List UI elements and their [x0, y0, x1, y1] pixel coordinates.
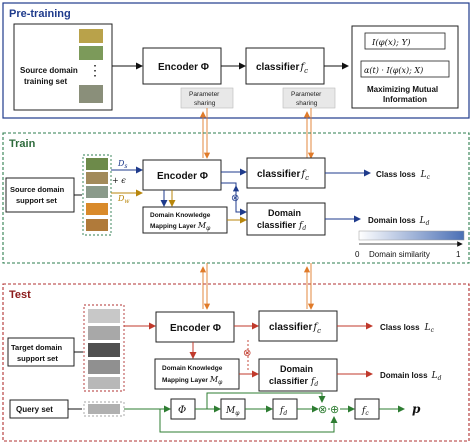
domain-similarity-max: 1 — [456, 250, 461, 259]
test-domain-clf-box — [258, 358, 338, 392]
query-skip-path-2 — [159, 409, 338, 433]
test-dkml-line1: Domain Knowledge — [162, 365, 223, 372]
train-classifier-label: classifierfc — [257, 169, 309, 182]
query-output-label: p — [412, 402, 421, 416]
pretraining-classifier-label: classifierfc — [256, 62, 308, 75]
test-images-frame — [83, 304, 125, 392]
train-encoder-box — [142, 159, 222, 191]
test-otimes: ⊗ — [243, 348, 251, 359]
pretraining-image-3 — [79, 85, 103, 103]
train-images-frame — [82, 154, 112, 236]
pretraining-mi-formula-2: α(t) · I(φ(x); X) — [364, 66, 423, 75]
query-skip-path-1 — [206, 392, 326, 409]
pretraining-image-1 — [79, 29, 103, 43]
test-encoder-label: Encoder Φ — [170, 323, 221, 334]
test-target-label-2: support set — [17, 354, 58, 363]
test-dkml-box — [154, 358, 240, 390]
pretraining-mi-formula-1-box — [364, 32, 446, 50]
train-classifier-box — [246, 157, 326, 189]
train-dw-label: Dw — [117, 194, 130, 205]
train-ds-label: Ds — [117, 159, 128, 170]
test-encoder-box — [155, 311, 235, 343]
test-image-1 — [88, 309, 120, 323]
train-panel — [2, 132, 470, 264]
domain-similarity-min: 0 — [355, 250, 360, 259]
domain-similarity-bar — [358, 230, 465, 241]
query-phi-label: Φ — [178, 405, 186, 416]
train-otimes: ⊗ — [231, 193, 239, 204]
query-m-label: Mφ — [225, 406, 240, 417]
query-otimes: ⊗ — [318, 404, 327, 416]
test-target-box — [7, 337, 75, 367]
train-image-4 — [86, 203, 108, 215]
test-classifier-label: classifierfc — [269, 322, 321, 335]
test-title: Test — [9, 289, 31, 301]
param-sharing-1-line1: Parameter — [189, 91, 220, 98]
train-image-3 — [86, 186, 108, 198]
train-title: Train — [9, 138, 36, 150]
pretraining-encoder-label: Encoder Φ — [158, 62, 209, 73]
test-target-label-1: Target domain — [11, 343, 63, 352]
train-domain-clf-line1: Domain — [268, 208, 301, 218]
train-plus-eps: + ϵ — [112, 176, 126, 185]
pretraining-mi-title-1: Maximizing Mutual — [367, 85, 438, 94]
train-image-2 — [86, 172, 108, 184]
query-oplus: ⊕ — [330, 404, 339, 416]
train-image-5 — [86, 219, 108, 231]
pretraining-ellipsis: ⋮ — [88, 62, 102, 78]
train-encoder-label: Encoder Φ — [157, 171, 208, 182]
train-source-box — [5, 177, 75, 213]
train-source-label-1: Source domain — [10, 185, 65, 194]
pretraining-classifier-box — [245, 47, 325, 85]
param-sharing-2-line2: sharing — [296, 100, 318, 107]
param-sharing-2-line1: Parameter — [291, 91, 322, 98]
query-image — [88, 404, 120, 414]
test-panel — [2, 283, 470, 442]
query-fc-label: fc — [361, 406, 369, 417]
pretraining-title: Pre-training — [9, 8, 71, 20]
query-images-frame — [83, 401, 125, 417]
pretraining-mi-title-2: Information — [383, 95, 427, 104]
train-image-1 — [86, 158, 108, 170]
pretraining-source-label-2: training set — [24, 77, 67, 86]
train-dkml-line1: Domain Knowledge — [150, 212, 211, 219]
query-fd-label: fd — [279, 406, 287, 417]
train-domain-clf-box — [246, 202, 326, 236]
train-source-label-2: support set — [16, 196, 57, 205]
param-sharing-1-line2: sharing — [194, 100, 216, 107]
pretraining-encoder-box — [142, 47, 222, 85]
domain-similarity-label: Domain similarity — [369, 250, 430, 259]
train-arrow-encoder-domain-clf — [221, 182, 247, 216]
test-image-5 — [88, 377, 120, 389]
pretraining-source-label-1: Source domain — [20, 66, 78, 75]
pretraining-image-2 — [79, 46, 103, 60]
test-image-4 — [88, 360, 120, 374]
test-image-3 — [88, 343, 120, 357]
test-classifier-box — [258, 310, 338, 342]
param-sharing-2-box — [282, 87, 336, 109]
query-set-label: Query set — [16, 405, 53, 414]
test-image-2 — [88, 326, 120, 340]
test-domain-clf-line1: Domain — [280, 364, 313, 374]
pretraining-mi-formula-2-box — [360, 60, 450, 78]
pretraining-mi-formula-1: I(φ(x); Y) — [371, 37, 411, 48]
